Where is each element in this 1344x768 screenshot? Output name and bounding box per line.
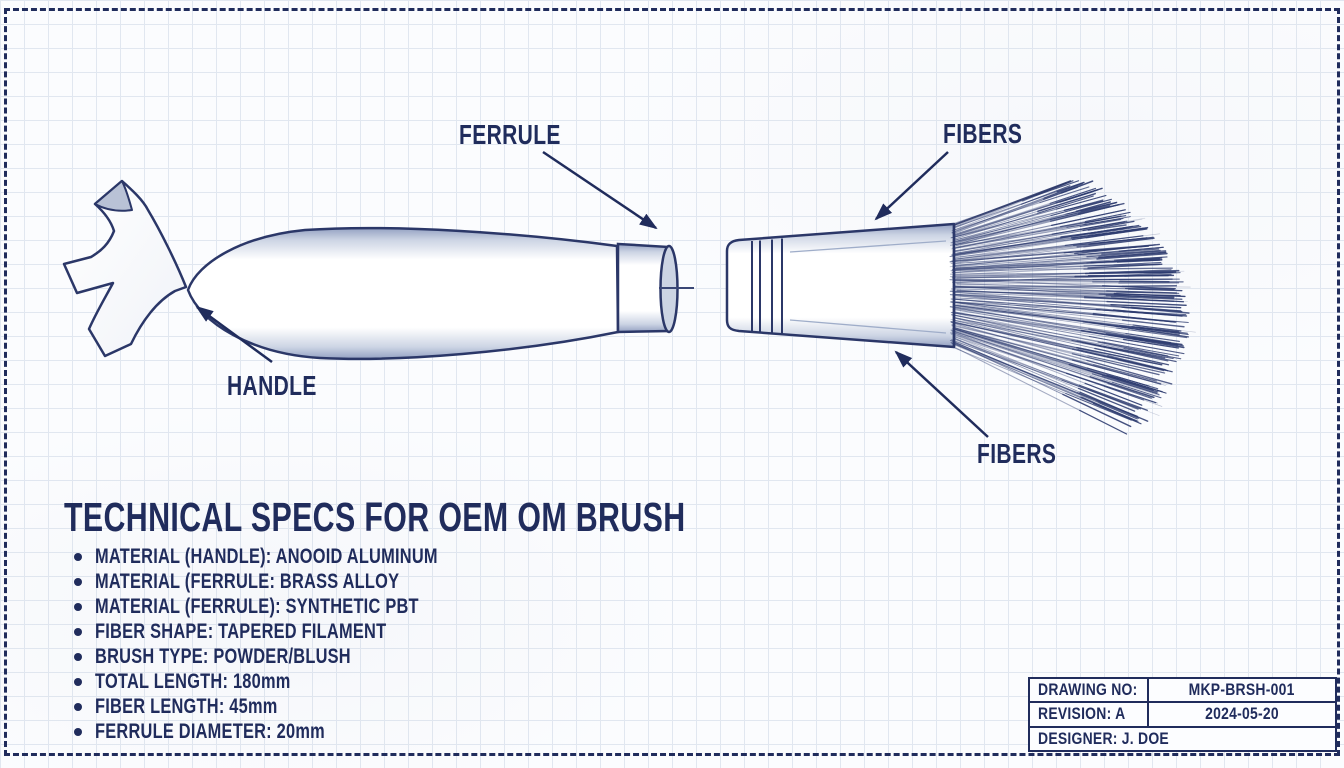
- handle-label: HANDLE: [227, 370, 317, 401]
- designer-cell: DESIGNER: J. DOE: [1030, 728, 1335, 750]
- revision-label-cell: REVISION: A: [1030, 703, 1149, 726]
- designer-label: DESIGNER: J. DOE: [1038, 728, 1169, 748]
- spec-item-text: MATERIAL (FERRULE): SYNTHETIC PBT: [95, 595, 419, 618]
- spec-item-text: FERRULE DIAMETER: 20mm: [95, 720, 325, 743]
- bullet-icon: [74, 652, 82, 661]
- title-block-table: DRAWING NO: MKP-BRSH-001 REVISION: A 202…: [1028, 677, 1337, 752]
- table-row: DRAWING NO: MKP-BRSH-001: [1030, 679, 1335, 704]
- spec-item: FERRULE DIAMETER: 20mm: [74, 719, 534, 744]
- specs-title: TECHNICAL SPECS FOR OEM OM BRUSH: [64, 494, 686, 540]
- fibers-bottom-label: FIBERS: [977, 438, 1057, 469]
- spec-item: MATERIAL (FERRULE): SYNTHETIC PBT: [74, 594, 534, 619]
- drawing-no-label: DRAWING NO:: [1038, 680, 1138, 700]
- spec-item: BRUSH TYPE: POWDER/BLUSH: [74, 644, 534, 669]
- ferrule-rings: [751, 238, 783, 334]
- revision-value: 2024-05-20: [1205, 704, 1279, 724]
- drawing-no-label-cell: DRAWING NO:: [1030, 679, 1149, 702]
- bullet-icon: [74, 727, 82, 736]
- bullet-icon: [74, 602, 82, 611]
- spec-item-text: FIBER SHAPE: TAPERED FILAMENT: [95, 620, 387, 643]
- drawing-no-value: MKP-BRSH-001: [1189, 680, 1295, 700]
- spec-item: MATERIAL (FERRULE: BRASS ALLOY: [74, 569, 534, 594]
- spec-item: TOTAL LENGTH: 180mm: [74, 669, 534, 694]
- ribbon-flourish: [62, 179, 188, 358]
- drawing-no-value-cell: MKP-BRSH-001: [1149, 679, 1335, 701]
- fibers-top-label: FIBERS: [943, 118, 1023, 149]
- arrow-ferrule: [542, 150, 658, 230]
- bullet-icon: [74, 552, 82, 561]
- table-row: REVISION: A 2024-05-20: [1030, 703, 1335, 728]
- spec-item-text: MATERIAL (HANDLE): ANOOID ALUMINUM: [95, 545, 438, 568]
- bullet-icon: [74, 702, 82, 711]
- revision-label: REVISION: A: [1038, 704, 1126, 724]
- bullet-icon: [74, 577, 82, 586]
- spec-item-text: BRUSH TYPE: POWDER/BLUSH: [95, 645, 351, 668]
- table-row: DESIGNER: J. DOE: [1030, 728, 1335, 750]
- ferrule-left-shape: [616, 242, 694, 334]
- ferrule-right-shape: [725, 222, 956, 349]
- handle-shape: [186, 226, 620, 361]
- spec-item-text: FIBER LENGTH: 45mm: [95, 695, 278, 718]
- specs-section: TECHNICAL SPECS FOR OEM OM BRUSH MATERIA…: [64, 494, 904, 743]
- spec-item-text: TOTAL LENGTH: 180mm: [95, 670, 291, 693]
- spec-item-text: MATERIAL (FERRULE: BRASS ALLOY: [95, 570, 400, 593]
- arrow-handle: [195, 305, 273, 364]
- arrow-fibers-bottom: [894, 350, 989, 438]
- bullet-icon: [74, 627, 82, 636]
- spec-item: FIBER LENGTH: 45mm: [74, 694, 534, 719]
- spec-item: FIBER SHAPE: TAPERED FILAMENT: [74, 619, 534, 644]
- ferrule-label: FERRULE: [459, 119, 561, 150]
- revision-value-cell: 2024-05-20: [1149, 703, 1335, 725]
- bullet-icon: [74, 677, 82, 686]
- spec-item: MATERIAL (HANDLE): ANOOID ALUMINUM: [74, 544, 534, 569]
- arrow-fibers-top: [874, 151, 949, 221]
- fiber-bundle: [949, 180, 1196, 435]
